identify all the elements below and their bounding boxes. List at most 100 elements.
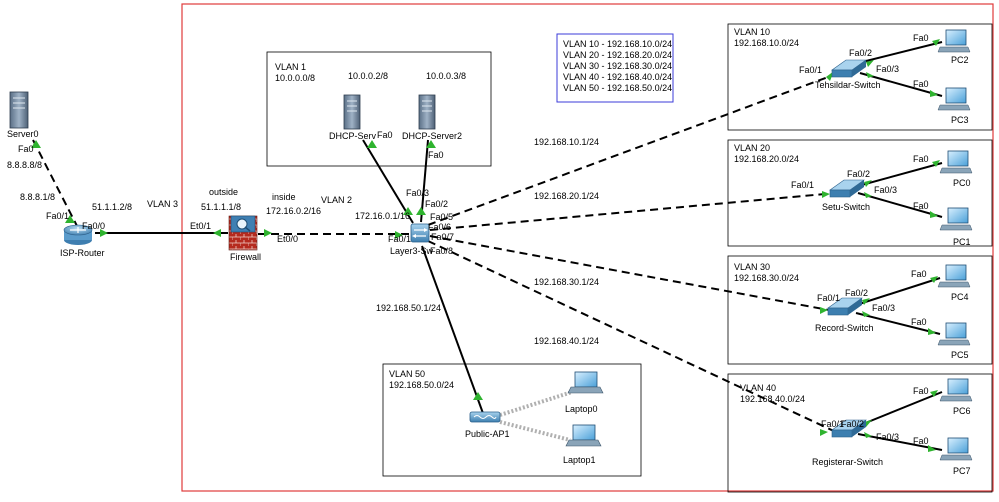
registerar-switch-icon[interactable] xyxy=(831,419,867,438)
pc3-icon[interactable] xyxy=(937,87,971,111)
laptop1-icon[interactable] xyxy=(565,424,602,447)
port-setu-fa02 xyxy=(864,180,872,187)
port-router-fa01 xyxy=(65,215,75,223)
port-indicators xyxy=(31,39,940,452)
zone-vlan30-subnet: 192.168.30.0/24 xyxy=(734,273,799,283)
link-setu-pc0 xyxy=(857,162,943,187)
isp-router-label: ISP-Router xyxy=(60,248,105,258)
port-rec-fa03 xyxy=(862,311,870,317)
label-gw30: 192.168.30.1/24 xyxy=(534,277,599,287)
wireless-links xyxy=(499,390,573,442)
zone-vlan1-subnet: 10.0.0.0/8 xyxy=(275,73,315,83)
link-setu-pc1 xyxy=(857,192,943,218)
port-rec-fa01 xyxy=(820,307,828,314)
zone-vlan1-title: VLAN 1 xyxy=(275,62,306,72)
pc7-icon[interactable] xyxy=(939,437,973,461)
label-l3-fa02: Fa0/2 xyxy=(425,199,448,209)
pc7-label: PC7 xyxy=(953,466,971,476)
link-dhcp1-layer3 xyxy=(362,139,414,224)
label-reg-fa01: Fa0/1 xyxy=(821,419,844,429)
link-dhcp2-layer3 xyxy=(420,139,429,223)
label-fw-et00: Et0/0 xyxy=(277,234,298,244)
link-layer3-setu xyxy=(429,192,837,231)
laptop0-icon[interactable] xyxy=(567,371,604,394)
pc0-label: PC0 xyxy=(953,178,971,188)
label-pc5-fa0: Fa0 xyxy=(911,317,927,327)
dhcp-server2-icon[interactable] xyxy=(418,94,436,130)
port-l3-fa02 xyxy=(416,207,426,215)
pc6-icon[interactable] xyxy=(939,378,973,402)
label-vlan3: VLAN 3 xyxy=(147,199,178,209)
zone-vlan40-subnet: 192.168.40.0/24 xyxy=(740,394,805,404)
label-dhcp1-fa0: Fa0 xyxy=(377,130,393,140)
label-router-ip-wan: 51.1.1.2/8 xyxy=(92,202,132,212)
label-fw-inside-ip: 172.16.0.2/16 xyxy=(266,206,321,216)
interface-labels: Fa0 8.8.8.8/8 8.8.8.1/8 Fa0/1 Fa0/0 51.1… xyxy=(7,33,929,446)
link-registerar-pc6 xyxy=(857,391,943,427)
port-pc3 xyxy=(930,90,938,97)
port-dhcp1-fa0 xyxy=(367,140,377,148)
link-layer3-tehsildar xyxy=(427,72,840,226)
wireless-ap-laptop1 xyxy=(499,420,571,442)
port-reg-fa01 xyxy=(820,429,828,436)
label-server-fa0: Fa0 xyxy=(18,144,34,154)
record-switch-icon[interactable] xyxy=(827,297,863,316)
label-pc0-fa0: Fa0 xyxy=(913,154,929,164)
label-dhcp2-fa0: Fa0 xyxy=(428,150,444,160)
pc1-icon[interactable] xyxy=(939,207,973,231)
access-point-icon[interactable] xyxy=(469,411,501,423)
layer3-switch-icon[interactable] xyxy=(410,223,430,243)
registerar-switch-label: Registerar-Switch xyxy=(812,457,883,467)
link-tehsildar-pc3 xyxy=(859,72,943,97)
server0-label: Server0 xyxy=(7,129,39,139)
label-router-fa00: Fa0/0 xyxy=(82,221,105,231)
label-fw-et01: Et0/1 xyxy=(190,221,211,231)
legend-vlan40: VLAN 40 - 192.168.40.0/24 xyxy=(563,72,672,82)
zone-vlan50-subnet: 192.168.50.0/24 xyxy=(389,380,454,390)
dhcp-server2-label: DHCP-Server2 xyxy=(402,131,462,141)
pc1-label: PC1 xyxy=(953,237,971,247)
tehsildar-switch-label: Tehsildar-Switch xyxy=(815,80,881,90)
port-pc2 xyxy=(932,39,940,46)
label-gw10: 192.168.10.1/24 xyxy=(534,137,599,147)
laptop1-label: Laptop1 xyxy=(563,455,596,465)
port-router-fa00 xyxy=(100,229,108,237)
setu-switch-label: Setu-Switch xyxy=(822,202,870,212)
link-layer3-ap xyxy=(421,245,485,417)
server-icon[interactable] xyxy=(9,91,29,129)
dhcp-server1-label: DHCP-Serv xyxy=(329,131,377,141)
pc2-icon[interactable] xyxy=(937,29,971,53)
label-rec-fa03: Fa0/3 xyxy=(872,303,895,313)
zone-vlan10: VLAN 10 192.168.10.0/24 xyxy=(727,23,993,131)
zone-vlan10-title: VLAN 10 xyxy=(734,27,770,37)
router-icon[interactable] xyxy=(63,224,93,245)
pc5-icon[interactable] xyxy=(937,322,971,346)
zone-vlan50: VLAN 50 192.168.50.0/24 xyxy=(382,363,642,477)
vlan-legend: VLAN 10 - 192.168.10.0/24 VLAN 20 - 192.… xyxy=(556,33,674,103)
zone-vlan10-subnet: 192.168.10.0/24 xyxy=(734,38,799,48)
link-tehsildar-pc2 xyxy=(857,41,943,64)
port-rec-fa02 xyxy=(862,298,870,305)
dhcp-server1-icon[interactable] xyxy=(343,94,361,130)
port-setu-fa01 xyxy=(822,191,830,198)
label-setu-fa03: Fa0/3 xyxy=(874,185,897,195)
label-fw-outside-ip: 51.1.1.1/8 xyxy=(201,202,241,212)
label-rec-fa01: Fa0/1 xyxy=(817,293,840,303)
port-pc1 xyxy=(930,211,938,218)
label-pc1-fa0: Fa0 xyxy=(913,201,929,211)
label-l3-fa07: Fa0/7 xyxy=(431,232,454,242)
pc4-icon[interactable] xyxy=(937,264,971,288)
firewall-icon[interactable] xyxy=(228,215,258,251)
label-setu-fa01: Fa0/1 xyxy=(791,180,814,190)
port-ap xyxy=(473,392,483,400)
label-rec-fa02: Fa0/2 xyxy=(845,288,868,298)
tehsildar-switch-icon[interactable] xyxy=(831,59,867,78)
label-l3-fa06: Fa0/6 xyxy=(428,222,451,232)
pc0-icon[interactable] xyxy=(939,150,973,174)
layer3-switch-label: Layer3-Sw xyxy=(390,246,434,256)
setu-switch-icon[interactable] xyxy=(829,179,865,198)
link-record-pc4 xyxy=(855,277,941,306)
pc3-label: PC3 xyxy=(951,115,969,125)
